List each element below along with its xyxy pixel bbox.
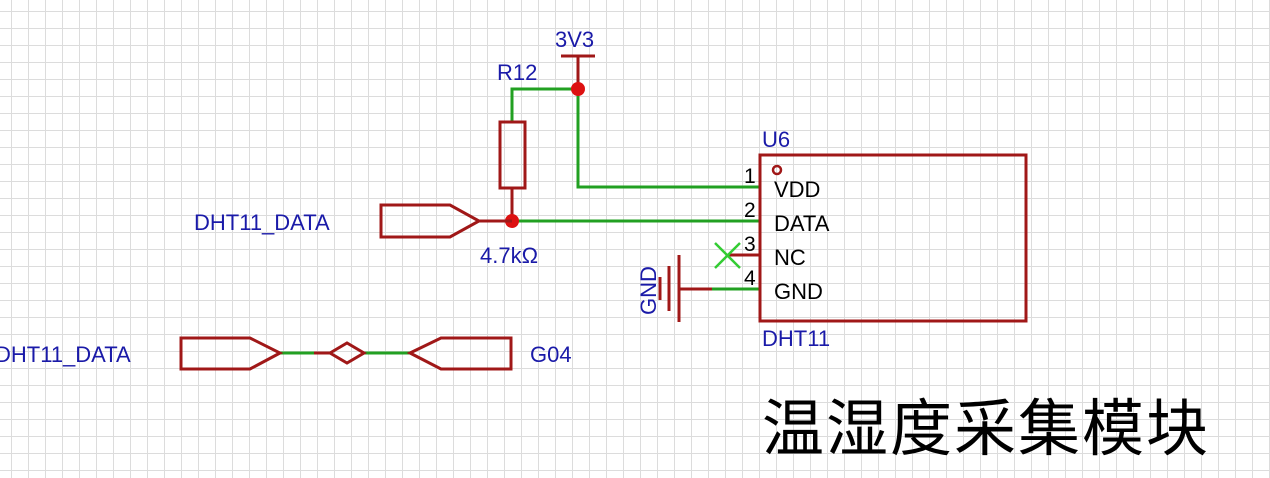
power-label: 3V3	[555, 27, 594, 52]
pin-name-vdd: VDD	[774, 177, 820, 202]
net-tie-diamond[interactable]	[327, 341, 367, 365]
resistor-ref: R12	[497, 60, 537, 85]
pin-name-nc: NC	[774, 245, 806, 270]
net-label-lower-right-text: G04	[530, 342, 572, 367]
net-label-lower-left-text: DHT11_DATA	[0, 342, 131, 367]
pin-number-3: 3	[744, 233, 756, 256]
junction-dot-top	[571, 82, 585, 96]
pin-number-1: 1	[744, 165, 756, 188]
resistor-value: 4.7kΩ	[480, 243, 538, 268]
pin-name-gnd: GND	[774, 279, 823, 304]
wires	[280, 87, 760, 355]
wire-vdd[interactable]	[576, 89, 760, 189]
wire-r12-top[interactable]	[510, 87, 578, 122]
chip-ref: U6	[762, 127, 790, 152]
module-title: 温湿度采集模块	[762, 392, 1211, 465]
power-symbol-3v3[interactable]: 3V3	[555, 27, 595, 88]
no-connect-x-icon	[714, 242, 741, 269]
pin-number-4: 4	[744, 267, 756, 290]
pin-number-2: 2	[744, 199, 756, 222]
net-label-upper-text: DHT11_DATA	[194, 210, 330, 235]
ground-symbol[interactable]: GND	[636, 255, 712, 322]
resistor-r12[interactable]: R12 4.7kΩ	[480, 60, 538, 268]
ground-label: GND	[636, 266, 661, 315]
chip-part-name: DHT11	[762, 326, 830, 351]
net-label-upper[interactable]: DHT11_DATA	[194, 203, 512, 239]
net-port-lower-right[interactable]: G04	[406, 336, 572, 371]
net-port-lower-left[interactable]: DHT11_DATA	[0, 336, 284, 371]
chip-u6[interactable]: U6 1 2 3 4 VDD DATA NC GND DHT11	[744, 127, 1028, 351]
pin1-marker-icon	[771, 164, 783, 176]
pin-name-data: DATA	[774, 211, 830, 236]
